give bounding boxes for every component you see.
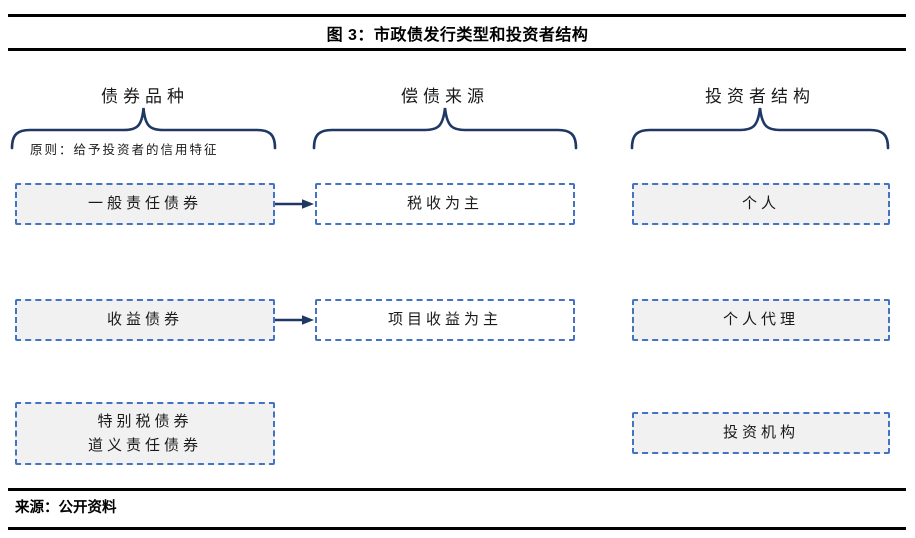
box-label-line1: 特别税债券: [97, 412, 193, 431]
box-label: 收益债券: [106, 310, 183, 329]
box-general-obligation-bond: 一般责任债券: [15, 183, 275, 225]
bottom-rule-upper: [8, 488, 906, 491]
box-label: 投资机构: [722, 423, 799, 442]
box-tax-revenue-main: 税收为主: [315, 183, 575, 225]
box-project-income-main: 项目收益为主: [315, 299, 575, 341]
box-label: 项目收益为主: [387, 310, 502, 329]
bottom-rule-lower: [8, 527, 906, 530]
column-header-repayment-source: 偿债来源: [401, 87, 489, 107]
brace-icon-repayment-source: [312, 107, 578, 150]
box-individual-investor: 个人: [632, 183, 890, 225]
arrow-right-icon-revenue-to-project: [275, 315, 314, 325]
brace-icon-bond-types: [10, 107, 277, 150]
box-label: 个人代理: [722, 310, 799, 329]
top-rule-lower: [8, 48, 906, 51]
box-label: 税收为主: [406, 194, 483, 213]
arrow-right-icon-general-to-tax: [275, 199, 314, 209]
box-institutional-investor: 投资机构: [632, 412, 890, 454]
box-individual-agent: 个人代理: [632, 299, 890, 341]
brace-icon-investor-structure: [630, 107, 890, 150]
box-label: 个人: [741, 194, 780, 213]
box-label: 一般责任债券: [87, 194, 202, 213]
box-revenue-bond: 收益债券: [15, 299, 275, 341]
source-caption: 来源：公开资料: [15, 500, 117, 516]
figure-title: 图 3：市政债发行类型和投资者结构: [326, 27, 589, 44]
box-special-tax-and-moral-obligation-bond: 特别税债券 道义责任债券: [15, 402, 275, 465]
box-label-line2: 道义责任债券: [87, 435, 202, 454]
column-header-bond-types: 债券品种: [101, 87, 189, 107]
top-rule-upper: [8, 14, 906, 17]
principle-note: 原则：给予投资者的信用特征: [30, 142, 219, 157]
column-header-investor-structure: 投资者结构: [705, 87, 815, 107]
